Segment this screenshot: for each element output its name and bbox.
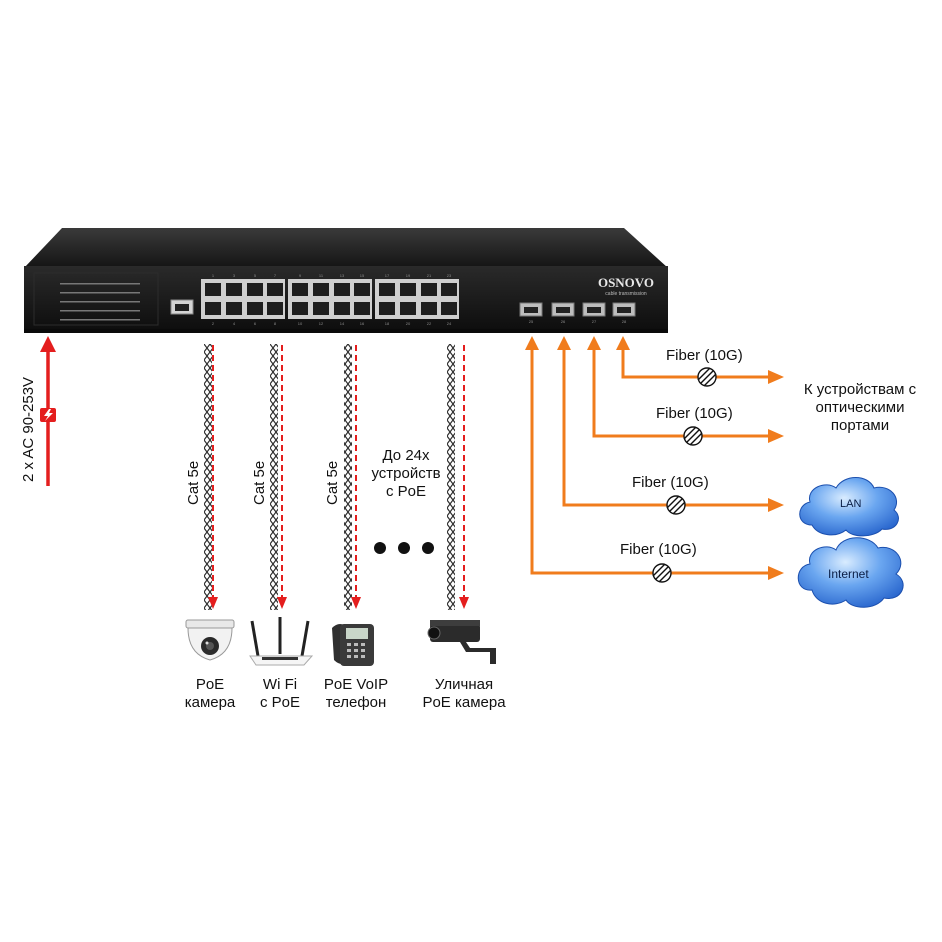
port-label-top: 5 <box>254 273 257 278</box>
port-label-sfp: 26 <box>561 319 566 324</box>
brand-tagline: cable transmission <box>605 291 647 297</box>
power-arrow <box>40 336 56 486</box>
port-label-sfp: 27 <box>592 319 597 324</box>
dome-camera-icon <box>185 619 235 661</box>
port-label-bottom: 4 <box>233 321 236 326</box>
port-label-top: 21 <box>427 273 432 278</box>
ip-phone-icon <box>332 624 374 666</box>
fiber-link-2 <box>592 346 768 438</box>
cat5e-cable-1 <box>204 344 218 610</box>
fiber-label-2: Fiber (10G) <box>656 405 733 422</box>
cat5e-cable-4 <box>447 344 469 610</box>
port-label-sfp: 28 <box>622 319 627 324</box>
status-led-panel <box>60 283 140 321</box>
fiber-link-1 <box>621 346 768 379</box>
port-label-bottom: 2 <box>212 321 215 326</box>
port-label-top: 23 <box>447 273 452 278</box>
sfp-ports <box>519 302 636 317</box>
port-label-top: 3 <box>233 273 236 278</box>
port-label-bottom: 12 <box>319 321 324 326</box>
port-label-top: 19 <box>406 273 411 278</box>
fiber-label-4: Fiber (10G) <box>620 541 697 558</box>
cat5e-cable-2 <box>270 344 287 610</box>
fiber-link-4 <box>530 346 768 575</box>
rj45-ports <box>205 283 457 315</box>
port-label-top: 17 <box>385 273 390 278</box>
port-label-bottom: 14 <box>340 321 345 326</box>
port-label-bottom: 6 <box>254 321 257 326</box>
port-label-bottom: 18 <box>385 321 390 326</box>
port-label-top: 13 <box>340 273 345 278</box>
port-label-top: 11 <box>319 273 324 278</box>
lan-cloud-icon <box>799 477 899 537</box>
fiber-arrowheads <box>525 336 784 580</box>
port-label-bottom: 10 <box>298 321 303 326</box>
port-label-top: 1 <box>212 273 215 278</box>
port-label-bottom: 16 <box>360 321 365 326</box>
fiber-label-3: Fiber (10G) <box>632 474 709 491</box>
port-label-bottom: 8 <box>274 321 277 326</box>
fiber-link-3 <box>562 346 768 507</box>
port-label-bottom: 20 <box>406 321 411 326</box>
fiber-label-1: Fiber (10G) <box>666 347 743 364</box>
wifi-router-icon <box>249 617 314 666</box>
brand-name: OSNOVO <box>598 275 654 290</box>
power-label: 2 x AC 90-253V <box>20 376 37 482</box>
cable-label-2: Cat 5e <box>251 460 268 505</box>
port-label-sfp: 25 <box>529 319 534 324</box>
port-label-top: 15 <box>360 273 365 278</box>
cable-label-3: Cat 5e <box>324 460 341 505</box>
cable-label-1: Cat 5e <box>185 460 202 505</box>
internet-cloud-icon <box>797 537 904 608</box>
port-label-top: 9 <box>299 273 302 278</box>
internet-label: Internet <box>828 567 869 581</box>
port-label-bottom: 22 <box>427 321 432 326</box>
port-label-bottom: 24 <box>447 321 452 326</box>
cat5e-cable-3 <box>344 344 361 610</box>
fiber-connector-icon <box>652 367 717 583</box>
lan-label: LAN <box>840 498 862 510</box>
ellipsis-dots <box>374 542 434 554</box>
bullet-camera-icon <box>427 620 496 664</box>
port-label-top: 7 <box>274 273 277 278</box>
